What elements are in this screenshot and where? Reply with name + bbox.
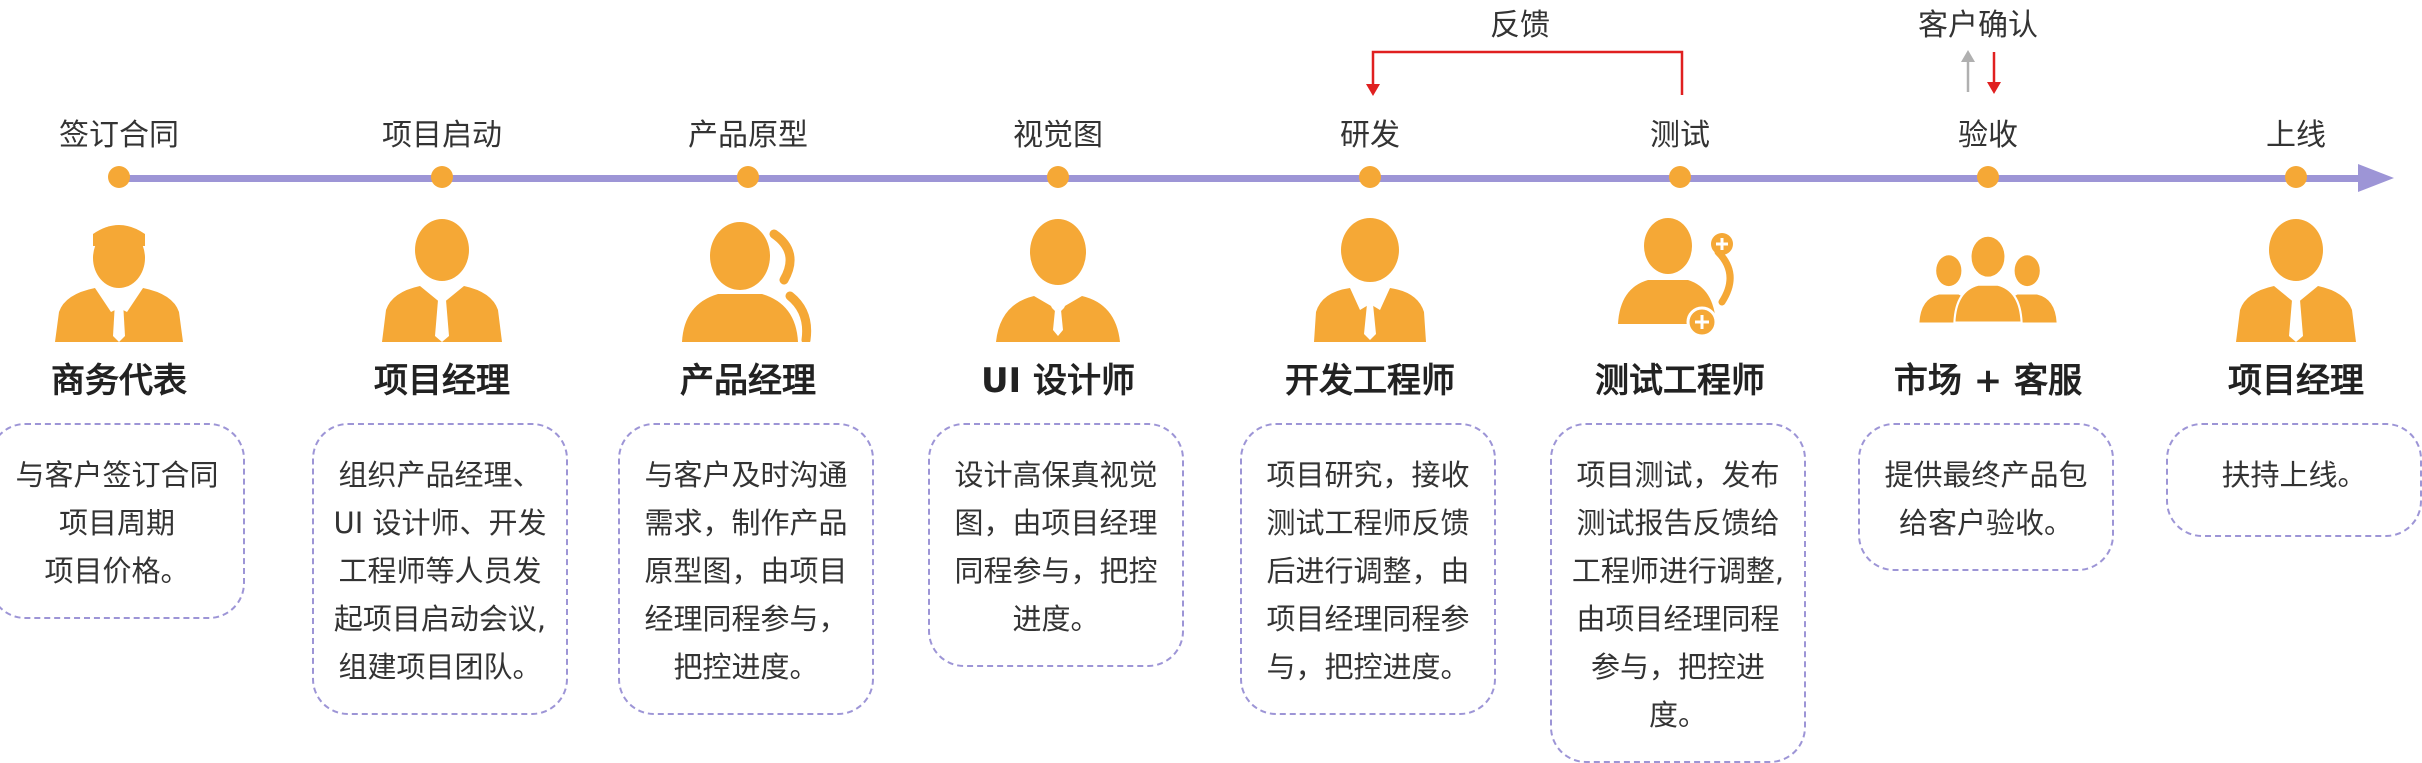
description-line: 原型图，由项目 <box>644 554 848 588</box>
role-title: 开发工程师 <box>1285 361 1455 401</box>
description-box: 与客户及时沟通 需求，制作产品 原型图，由项目 经理同程参与， 把控进度。 <box>618 423 874 715</box>
stage-1: 签订合同 商务代表 与客户签订合同 项目周期 项目价格。 <box>0 0 259 722</box>
role-title: 项目经理 <box>2228 361 2364 401</box>
description-line: 图，由项目经理 <box>954 506 1158 540</box>
description-line: 提供最终产品包 <box>1884 458 2088 492</box>
role-title: 产品经理 <box>680 361 816 401</box>
description-line: 工程师进行调整, <box>1571 554 1785 588</box>
market-service-icon <box>1919 234 2057 324</box>
stage-8: 上线 项目经理 扶持上线。 <box>2156 0 2422 722</box>
timeline-dot <box>108 166 130 188</box>
description-line: 需求，制作产品 <box>644 506 848 540</box>
stage-label: 视觉图 <box>1013 118 1103 153</box>
timeline-dot <box>737 166 759 188</box>
description-box: 扶持上线。 <box>2166 423 2422 537</box>
description-line: 项目测试，发布 <box>1576 458 1780 492</box>
description-box: 项目研究，接收 测试工程师反馈 后进行调整，由 项目经理同程参 与，把控进度。 <box>1240 423 1496 715</box>
description-line: 项目经理同程参 <box>1266 602 1470 636</box>
description-line: 把控进度。 <box>673 650 819 684</box>
feedback-label: 反馈 <box>1490 8 1550 43</box>
role-title: UI 设计师 <box>980 361 1136 401</box>
stage-label: 测试 <box>1650 118 1710 153</box>
description-line: 起项目启动会议, <box>333 602 547 636</box>
description-line: 测试报告反馈给 <box>1576 506 1780 540</box>
stage-label: 签订合同 <box>59 118 179 153</box>
description-line: 与客户签订合同 <box>15 458 219 492</box>
stage-label: 产品原型 <box>688 118 808 153</box>
description-line: 经理同程参与， <box>644 602 848 636</box>
description-line: 同程参与，把控 <box>954 554 1158 588</box>
annotation-arrows <box>1366 50 2001 96</box>
developer-icon <box>1314 218 1426 342</box>
description-line: UI 设计师、开发 <box>333 506 547 540</box>
description-line: 测试工程师反馈 <box>1266 506 1470 540</box>
description-box: 与客户签订合同 项目周期 项目价格。 <box>0 423 245 619</box>
stage-2: 项目启动 项目经理 组织产品经理、 UI 设计师、开发 工程师等人员发 起项目启… <box>302 0 582 722</box>
timeline-dot <box>1359 166 1381 188</box>
timeline-dot <box>1977 166 1999 188</box>
description-line: 组织产品经理、 <box>338 458 542 492</box>
stage-label: 项目启动 <box>382 118 502 153</box>
timeline-dot <box>1669 166 1691 188</box>
description-line: 给客户验收。 <box>1898 506 2073 540</box>
tester-icon <box>1618 218 1734 338</box>
stage-4: 视觉图 UI 设计师 设计高保真视觉 图，由项目经理 同程参与，把控 进度。 <box>918 0 1198 722</box>
description-line: 由项目经理同程 <box>1576 602 1780 636</box>
confirm-down-arrow <box>1987 52 2001 94</box>
description-box: 设计高保真视觉 图，由项目经理 同程参与，把控 进度。 <box>928 423 1184 667</box>
description-line: 后进行调整，由 <box>1266 554 1470 588</box>
description-line: 进度。 <box>1012 602 1100 636</box>
description-line: 工程师等人员发 <box>338 554 542 588</box>
role-title: 项目经理 <box>374 361 510 401</box>
role-title: 商务代表 <box>51 361 187 401</box>
stage-5: 研发 开发工程师 项目研究，接收 测试工程师反馈 后进行调整，由 项目经理同程参… <box>1230 0 1510 722</box>
business-rep-icon <box>55 225 183 342</box>
stage-label: 上线 <box>2266 118 2326 153</box>
feedback-arrow <box>1371 50 1684 95</box>
description-line: 参与，把控进度。 <box>1590 650 1765 732</box>
stage-label: 验收 <box>1958 118 2018 153</box>
stage-7: 验收 市场 + 客服 提供最终产品包 给客户验收。 <box>1848 0 2128 722</box>
role-title: 测试工程师 <box>1595 361 1765 401</box>
timeline-arrowhead <box>2358 164 2394 192</box>
ui-designer-icon <box>996 219 1120 342</box>
timeline-line <box>114 175 2364 182</box>
timeline-dot <box>431 166 453 188</box>
description-box: 组织产品经理、 UI 设计师、开发 工程师等人员发 起项目启动会议, 组建项目团… <box>312 423 568 715</box>
timeline-dot <box>2285 166 2307 188</box>
feedback-arrowhead <box>1366 84 1380 96</box>
product-manager-icon <box>682 222 812 342</box>
stage-label: 研发 <box>1340 118 1400 153</box>
description-line: 与客户及时沟通 <box>644 458 848 492</box>
description-line: 设计高保真视觉 <box>954 458 1158 492</box>
description-line: 项目周期 <box>58 506 175 540</box>
description-line: 与，把控进度。 <box>1266 650 1470 684</box>
stage-6: 测试 测试工程师 项目测试，发布 测试报告反馈给 工程师进行调整, 由项目经理同… <box>1540 0 1820 763</box>
customer-confirm-label: 客户确认 <box>1918 8 2038 43</box>
project-manager-icon <box>382 219 502 342</box>
description-line: 扶持上线。 <box>2221 458 2367 492</box>
project-manager-icon <box>2236 219 2356 342</box>
role-title: 市场 + 客服 <box>1893 361 2083 401</box>
description-line: 项目价格。 <box>44 554 190 588</box>
description-box: 提供最终产品包 给客户验收。 <box>1858 423 2114 571</box>
confirm-up-arrow <box>1961 50 1975 92</box>
timeline-dot <box>1047 166 1069 188</box>
stage-3: 产品原型 产品经理 与客户及时沟通 需求，制作产品 原型图，由项目 经理同程参与… <box>608 0 888 722</box>
description-box: 项目测试，发布 测试报告反馈给 工程师进行调整, 由项目经理同程 参与，把控进度… <box>1550 423 1806 763</box>
description-line: 组建项目团队。 <box>338 650 542 684</box>
description-line: 项目研究，接收 <box>1266 458 1470 492</box>
